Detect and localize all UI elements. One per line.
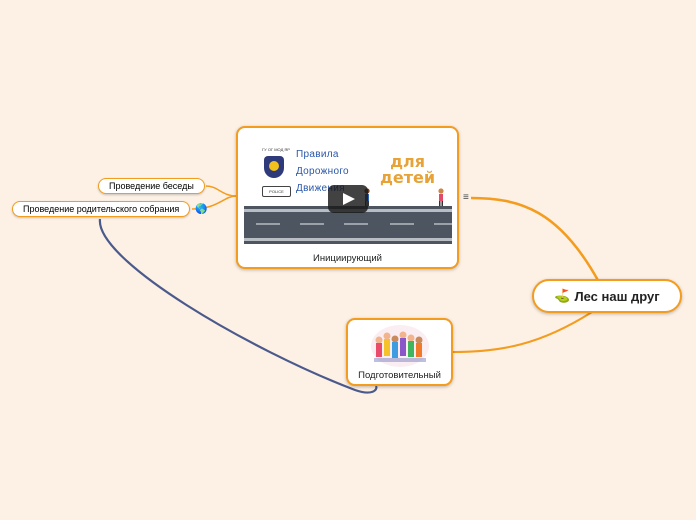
children-group-image	[371, 325, 429, 367]
central-topic-label: Лес наш друг	[574, 288, 660, 304]
hamburger-menu-icon[interactable]: ≡	[463, 192, 469, 203]
relationship-line	[98, 218, 378, 394]
connector-init-talk	[205, 185, 237, 197]
play-button-icon[interactable]	[328, 185, 368, 213]
video-thumbnail[interactable]: ГУ ОГ МОД ЯР POLICE Правила Дорожного Дв…	[244, 134, 452, 244]
topic-init-label: Инициирующий	[313, 253, 382, 264]
pdd-line-2: Дорожного	[296, 166, 349, 177]
child-figure-icon	[438, 188, 444, 207]
connector-root-prep	[452, 311, 593, 353]
kids-line-1: для	[390, 152, 426, 171]
connector-init-meeting	[191, 195, 237, 210]
topic-prep-label: Подготовительный	[358, 370, 441, 381]
globe-icon[interactable]: 🌎	[195, 204, 208, 215]
kids-line-2: детей	[380, 168, 436, 187]
connector-root-init	[470, 196, 602, 285]
subtopic-talk[interactable]: Проведение беседы	[98, 178, 205, 194]
pdd-line-1: Правила	[296, 149, 339, 160]
topic-prep[interactable]: Подготовительный	[346, 318, 453, 386]
topic-init[interactable]: ГУ ОГ МОД ЯР POLICE Правила Дорожного Дв…	[236, 126, 459, 269]
video-pdd-title: Правила Дорожного Движения	[296, 146, 349, 197]
police-tag: POLICE	[262, 186, 291, 197]
central-topic[interactable]: ⛳ Лес наш друг	[532, 279, 682, 313]
subtopic-meeting-label: Проведение родительского собрания	[23, 204, 180, 214]
subtopic-meeting[interactable]: Проведение родительского собрания	[12, 201, 191, 217]
video-kids-title: для детей	[380, 154, 435, 186]
subtopic-talk-label: Проведение беседы	[109, 181, 194, 191]
golf-flag-icon: ⛳	[554, 288, 571, 303]
pdd-line-3: Движения	[296, 183, 345, 194]
video-header-text: ГУ ОГ МОД ЯР	[262, 147, 290, 152]
police-badge-icon	[264, 156, 284, 178]
